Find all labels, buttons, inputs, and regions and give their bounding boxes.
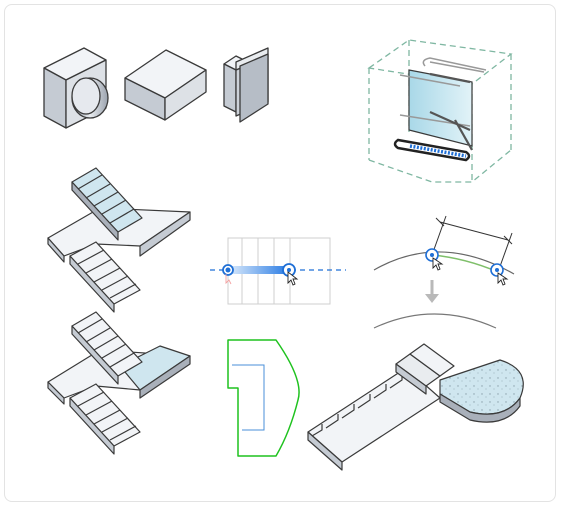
- railing-in-box-icon: [367, 39, 513, 183]
- green-boundary-sketch-icon: [227, 339, 300, 457]
- stair-with-curved-landing-icon: [307, 343, 524, 471]
- stair-landing-full-icon: [47, 311, 191, 455]
- wall-panel-icon: [223, 47, 269, 123]
- arc-dimension-icon: [373, 215, 515, 329]
- box-icon: [124, 49, 207, 121]
- stair-landing-highlight-icon: [47, 167, 191, 313]
- down-arrow-icon: [425, 280, 439, 303]
- cylinder-on-box-icon: [43, 47, 109, 129]
- cursor-icon: [287, 271, 299, 286]
- stair-run-snap-icon: [210, 237, 346, 305]
